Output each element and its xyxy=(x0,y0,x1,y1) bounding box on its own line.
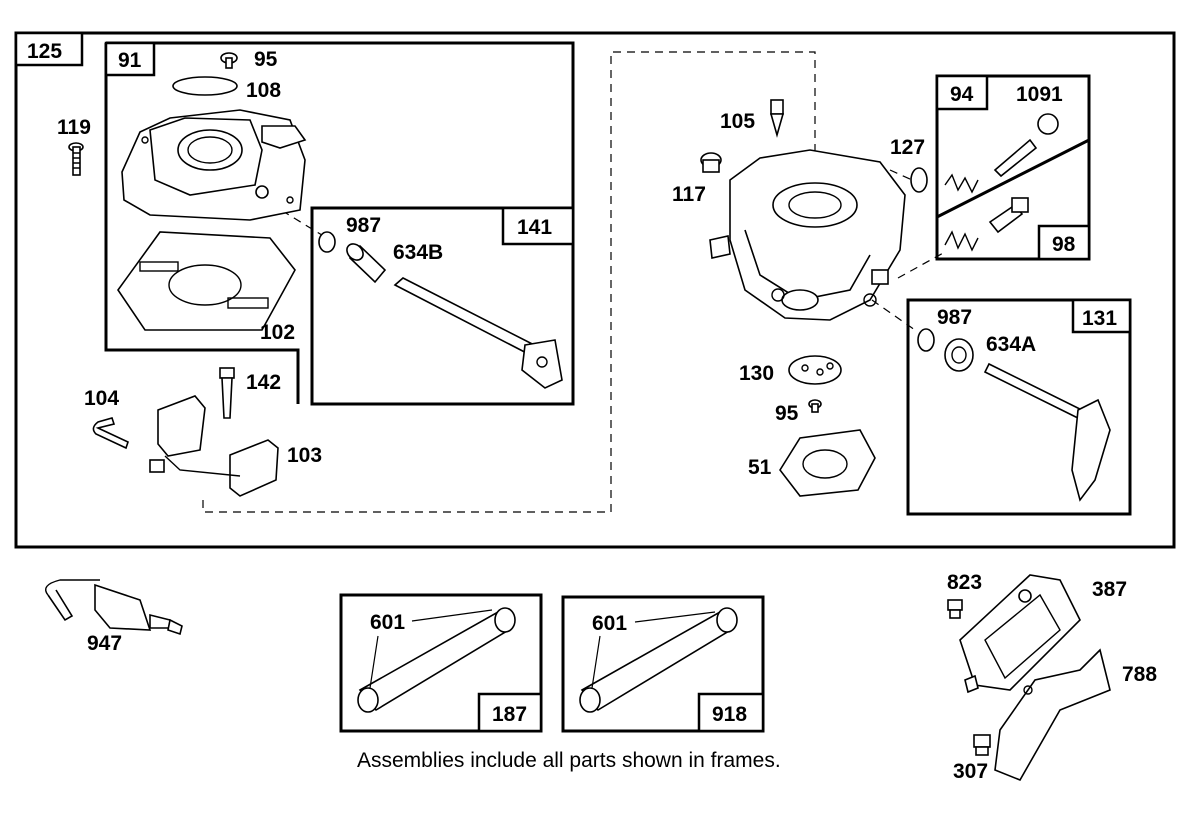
frame-131-label: 131 xyxy=(1082,307,1117,330)
frame-94-label: 94 xyxy=(950,83,974,106)
part-label-307: 307 xyxy=(953,760,988,783)
part-label-127: 127 xyxy=(890,136,925,159)
part-label-105: 105 xyxy=(720,110,755,133)
frame-91-label: 91 xyxy=(118,49,142,72)
part-label-130: 130 xyxy=(739,362,774,385)
part-label-51: 51 xyxy=(748,456,772,479)
part-label-788: 788 xyxy=(1122,663,1157,686)
gasket-51-part xyxy=(779,429,876,497)
plug-117-part xyxy=(700,152,722,173)
part-label-634a: 634A xyxy=(986,333,1036,356)
part-label-387: 387 xyxy=(1092,578,1127,601)
frame-187-label: 187 xyxy=(492,703,527,726)
part-label-987: 987 xyxy=(346,214,381,237)
jet-98-part xyxy=(944,197,1029,252)
frame-98-tag xyxy=(1037,224,1091,261)
caption: Assemblies include all parts shown in fr… xyxy=(357,749,781,772)
mixture-needle-part xyxy=(944,113,1059,194)
dashed-link-shaft-131 xyxy=(871,299,916,331)
frame-187-tag xyxy=(477,692,543,733)
part-label-634b: 634B xyxy=(393,241,443,264)
frame-141-tag xyxy=(501,206,575,246)
part-label-104: 104 xyxy=(84,387,119,410)
part-label-947: 947 xyxy=(87,632,122,655)
frame-141 xyxy=(310,206,575,406)
part-label-1091: 1091 xyxy=(1016,83,1063,106)
frame-94-tag xyxy=(935,74,989,111)
frame-131-tag xyxy=(1071,298,1132,334)
throttle-shaft-part xyxy=(393,277,563,389)
dashed-link-needle xyxy=(889,169,913,181)
solenoid-947-part xyxy=(45,579,183,636)
fuel-line-918-part xyxy=(579,607,738,713)
frame-98-label: 98 xyxy=(1052,233,1076,256)
frame-125-tag xyxy=(14,31,84,67)
needle-105-part xyxy=(769,99,785,138)
frame-141-label: 141 xyxy=(517,216,552,239)
plate-108-part xyxy=(172,76,238,96)
frame-918 xyxy=(561,595,765,733)
dashed-link-bracket xyxy=(202,51,816,513)
bushing-634b-part xyxy=(346,243,387,284)
upper-body-part xyxy=(121,109,307,221)
leader-601b xyxy=(591,611,716,689)
bracket-788-part xyxy=(994,648,1111,782)
screw-119-part xyxy=(68,142,84,176)
part-label-108: 108 xyxy=(246,79,281,102)
shaft-131-part xyxy=(983,362,1111,502)
part-label-142: 142 xyxy=(246,371,281,394)
bushing-634a-part xyxy=(944,338,974,372)
hinge-pin-104-part xyxy=(92,417,129,450)
gasket-102-part xyxy=(117,231,296,331)
frame-918-tag xyxy=(697,692,765,733)
part-label-823: 823 xyxy=(947,571,982,594)
plate-130-part xyxy=(788,355,842,385)
frame-918-label: 918 xyxy=(712,703,747,726)
float-103-part xyxy=(149,395,279,497)
screw-95b-part xyxy=(808,399,822,413)
carburetor-body-part xyxy=(709,149,906,321)
frame-94-divider xyxy=(936,138,1090,219)
frame-91-tag xyxy=(104,41,156,77)
part-label-95b: 95 xyxy=(775,402,799,425)
part-label-987b: 987 xyxy=(937,306,972,329)
part-label-601a: 601 xyxy=(370,611,405,634)
part-label-117: 117 xyxy=(672,183,706,206)
frame-125-label: 125 xyxy=(27,40,62,63)
washer-987b-part xyxy=(917,328,935,352)
fuel-line-187-part xyxy=(357,607,516,713)
washer-987-part xyxy=(318,231,336,253)
dashed-link-jet xyxy=(897,251,946,279)
frame-91 xyxy=(104,41,575,404)
screw-95-part xyxy=(220,52,238,69)
part-label-103: 103 xyxy=(287,444,322,467)
part-label-119: 119 xyxy=(57,116,91,139)
fuel-pump-387-part xyxy=(959,574,1081,694)
pin-142-part xyxy=(219,367,235,419)
screw-307-part xyxy=(973,734,991,756)
screw-823-part xyxy=(947,599,963,619)
frame-187 xyxy=(339,593,543,733)
leader-601a xyxy=(369,609,493,689)
frame-131 xyxy=(906,298,1132,516)
seal-127-part xyxy=(910,167,928,193)
part-label-601b: 601 xyxy=(592,612,627,635)
part-label-102: 102 xyxy=(260,321,295,344)
part-label-95: 95 xyxy=(254,48,278,71)
frame-125 xyxy=(14,31,1176,549)
frame-94 xyxy=(935,74,1091,261)
